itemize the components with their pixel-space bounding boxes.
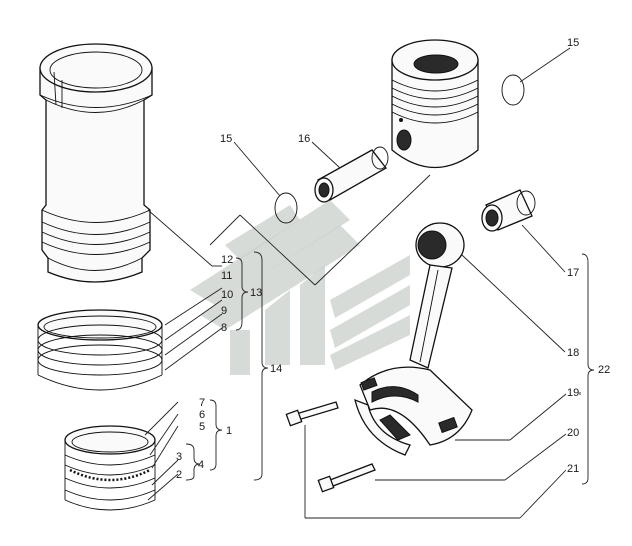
label-21: 21 (567, 463, 579, 475)
label-18: 18 (567, 347, 579, 359)
callout-labels: 12 11 10 9 8 13 14 7 6 5 1 3 4 2 15 15 1… (176, 37, 610, 481)
label-22: 22 (598, 364, 610, 376)
label-15-left: 15 (220, 133, 232, 145)
label-11: 11 (221, 270, 232, 282)
label-19: 19 (567, 387, 579, 399)
label-9: 9 (221, 305, 227, 317)
leader-lines (144, 47, 581, 519)
rod-bolt-lower (285, 401, 339, 427)
oil-ring-assembly (64, 425, 156, 511)
braces (185, 251, 595, 485)
circlip-left (274, 192, 298, 224)
label-14: 14 (270, 363, 282, 375)
label-17: 17 (567, 267, 579, 279)
label-13: 13 (250, 287, 262, 299)
circlip-right (501, 74, 525, 106)
label-2: 2 (176, 469, 182, 481)
label-5: 5 (199, 421, 205, 433)
piston (391, 39, 479, 169)
label-16: 16 (298, 133, 310, 145)
label-7: 7 (199, 397, 205, 409)
label-20: 20 (567, 427, 579, 439)
small-end-bushing (481, 189, 536, 232)
connecting-rod (354, 222, 473, 456)
label-6: 6 (199, 409, 205, 421)
label-12: 12 (221, 254, 233, 266)
piston-pin (314, 146, 389, 203)
label-1: 1 (226, 425, 232, 437)
rod-bolt-upper (317, 463, 376, 493)
label-4: 4 (198, 459, 204, 471)
cylinder-liner (39, 43, 153, 283)
label-8: 8 (221, 322, 227, 334)
label-3: 3 (176, 451, 182, 463)
piston-rings-set (37, 309, 163, 391)
label-15-right: 15 (567, 37, 579, 49)
watermark-logo (190, 200, 410, 375)
label-10: 10 (221, 289, 233, 301)
